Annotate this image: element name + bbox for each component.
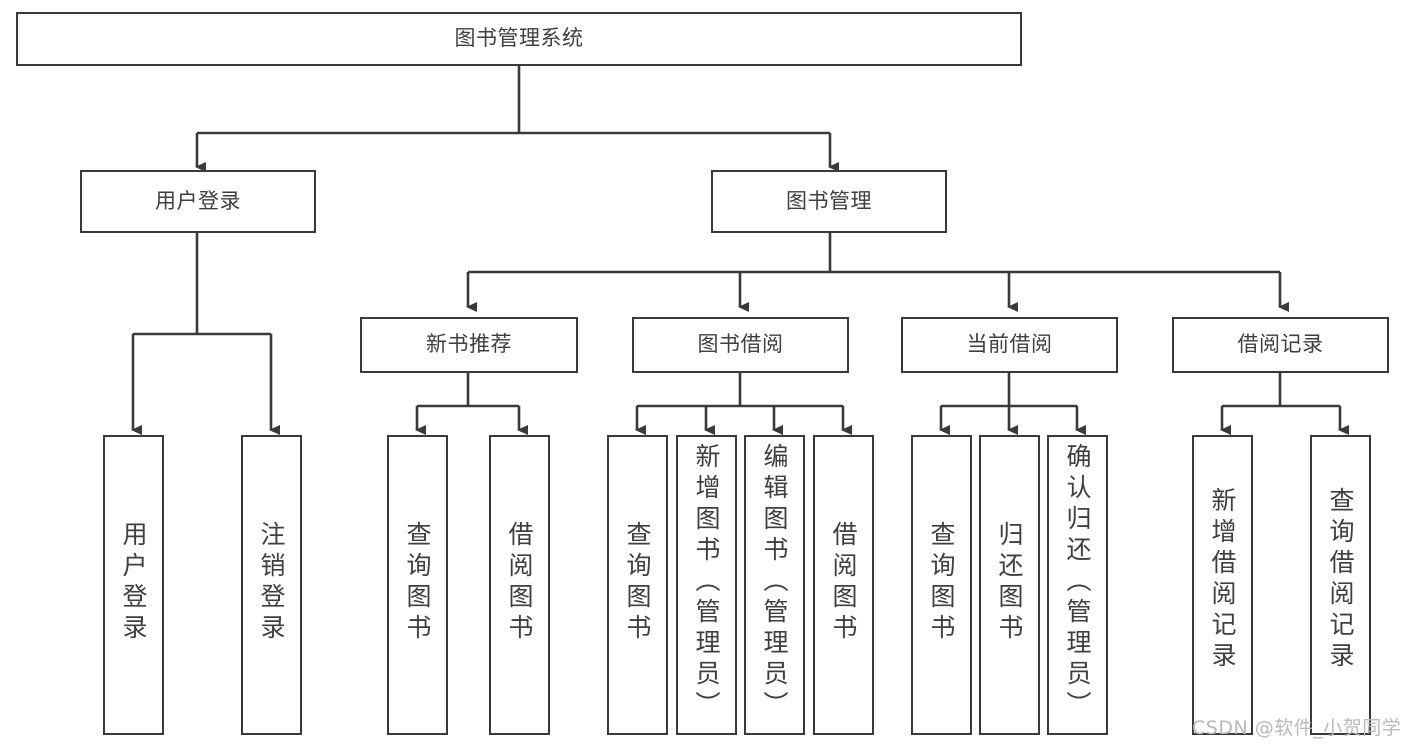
node-label: 新书推荐: [426, 332, 512, 357]
leaf-borrow-record-query-record[interactable]: 查询借阅记录: [1310, 435, 1371, 735]
leaf-current-borrow-query-book[interactable]: 查询图书: [911, 435, 972, 735]
node-label: 查询借阅记录: [1326, 487, 1355, 673]
node-label: 用户登录: [155, 188, 241, 213]
node-book-borrow[interactable]: 图书借阅: [632, 317, 849, 373]
node-label: 借阅记录: [1237, 332, 1324, 357]
node-borrow-record[interactable]: 借阅记录: [1172, 317, 1389, 373]
leaf-book-borrow-add-book-admin[interactable]: 新增图书（管理员）: [676, 435, 737, 735]
node-label: 图书管理系统: [454, 26, 584, 51]
node-new-book-recommend[interactable]: 新书推荐: [360, 317, 578, 373]
node-label: 注销登录: [257, 521, 286, 645]
node-user-login[interactable]: 用户登录: [80, 170, 316, 233]
node-root-book-management-system[interactable]: 图书管理系统: [16, 12, 1022, 66]
node-label: 新增借阅记录: [1208, 487, 1237, 673]
leaf-new-book-query-book[interactable]: 查询图书: [387, 435, 448, 735]
node-current-borrow[interactable]: 当前借阅: [901, 317, 1118, 373]
node-label: 归还图书: [995, 521, 1024, 645]
leaf-current-borrow-return-book[interactable]: 归还图书: [979, 435, 1040, 735]
node-label: 新增图书（管理员）: [692, 443, 721, 722]
node-label: 借阅图书: [829, 521, 858, 645]
node-label: 编辑图书（管理员）: [760, 443, 789, 722]
node-label: 图书管理: [786, 188, 872, 213]
node-label: 查询图书: [403, 521, 432, 645]
leaf-book-borrow-query-book[interactable]: 查询图书: [607, 435, 668, 735]
leaf-borrow-record-add-record[interactable]: 新增借阅记录: [1192, 435, 1253, 735]
leaf-book-borrow-borrow-book[interactable]: 借阅图书: [813, 435, 874, 735]
node-label: 确认归还（管理员）: [1063, 443, 1092, 722]
node-book-management[interactable]: 图书管理: [711, 170, 947, 233]
node-label: 借阅图书: [505, 521, 534, 645]
leaf-new-book-borrow-book[interactable]: 借阅图书: [489, 435, 550, 735]
leaf-current-borrow-confirm-return-admin[interactable]: 确认归还（管理员）: [1047, 435, 1108, 735]
watermark-csdn: CSDN @软件_小贺同学: [1192, 717, 1402, 739]
node-label: 用户登录: [119, 521, 148, 645]
node-label: 当前借阅: [966, 332, 1053, 357]
node-label: 图书借阅: [697, 332, 784, 357]
leaf-user-login-login[interactable]: 用户登录: [103, 435, 164, 735]
node-label: 查询图书: [927, 521, 956, 645]
leaf-book-borrow-edit-book-admin[interactable]: 编辑图书（管理员）: [744, 435, 805, 735]
node-label: 查询图书: [623, 521, 652, 645]
leaf-user-login-logout[interactable]: 注销登录: [241, 435, 302, 735]
